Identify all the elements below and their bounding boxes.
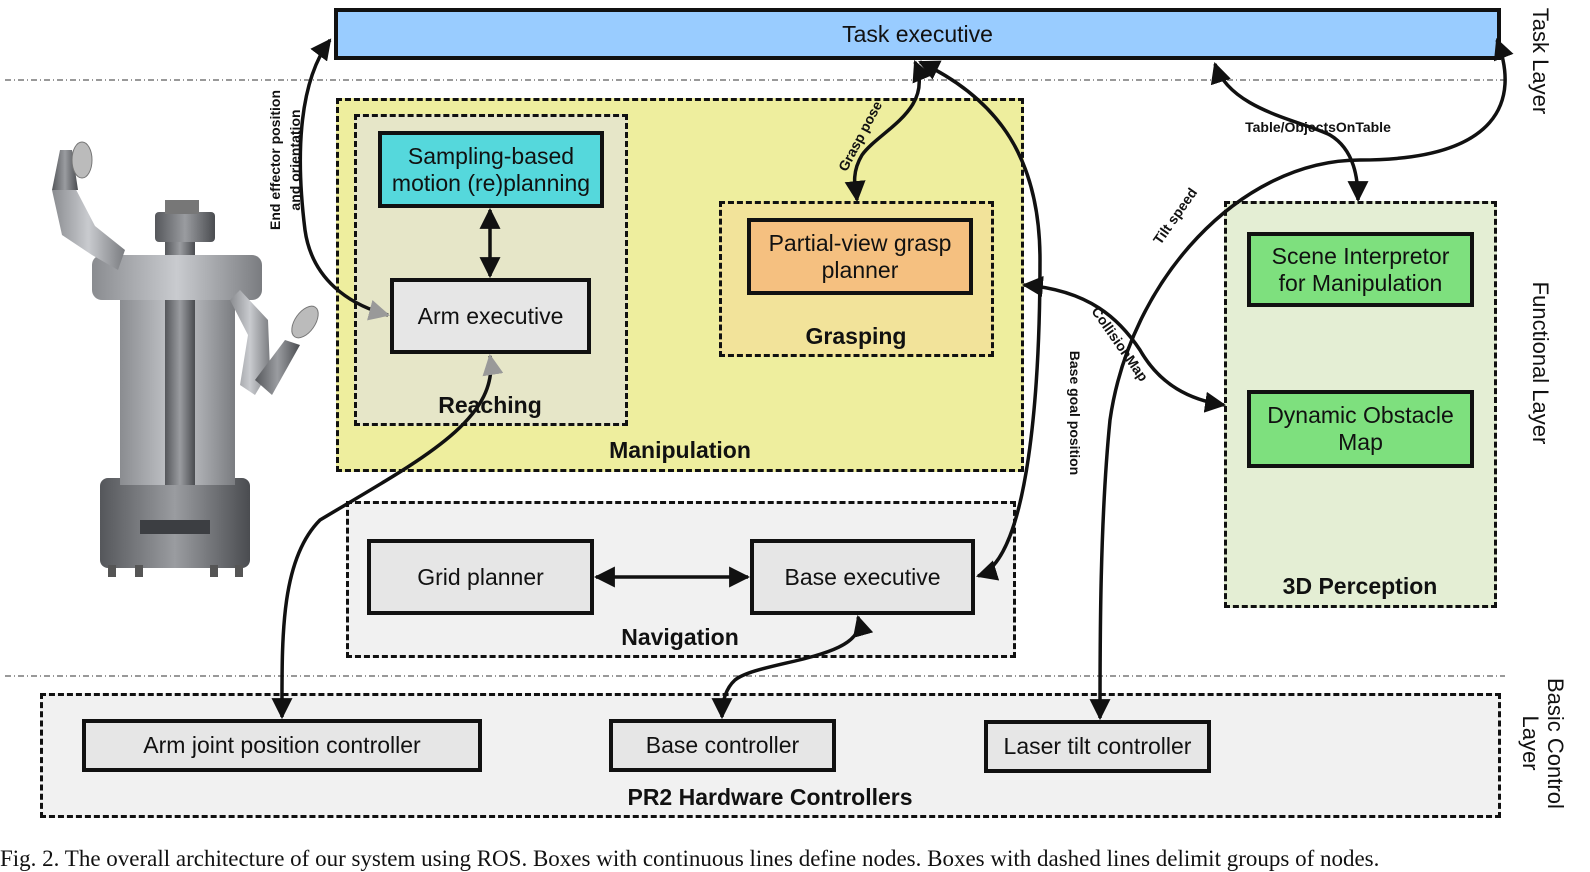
arm-executive-node: Arm executive	[390, 278, 591, 354]
functional-layer-label: Functional Layer	[1528, 281, 1553, 445]
figure-caption: Fig. 2. The overall architecture of our …	[0, 846, 1380, 871]
laser-tilt-controller-node: Laser tilt controller	[984, 720, 1211, 773]
edge-collision-map	[1021, 275, 1227, 413]
arm-joint-controller-node: Arm joint position controller	[82, 719, 482, 772]
end-effector-label-1: End effector position	[267, 90, 283, 230]
edge-grasp-pose	[844, 60, 932, 203]
task-layer-label: Task Layer	[1528, 7, 1553, 115]
edge-base-goal	[918, 60, 1042, 581]
basic-layer-label-1: Basic Control	[1543, 678, 1568, 809]
end-effector-label-2: and orientation	[287, 109, 303, 211]
edge-tilt-speed	[1089, 38, 1514, 721]
basic-layer-label-2: Layer	[1518, 715, 1543, 771]
table-objects-label: Table/ObjectsOnTable	[1245, 119, 1391, 135]
base-controller-node: Base controller	[609, 719, 836, 772]
manipulation-label: Manipulation	[609, 437, 751, 463]
hardware-label: PR2 Hardware Controllers	[627, 784, 913, 810]
edge-base-controller	[711, 614, 874, 720]
edge-end-effector	[298, 38, 391, 321]
edge-arm-joint	[271, 353, 504, 720]
base-goal-label: Base goal position	[1067, 350, 1083, 476]
grasping-label: Grasping	[805, 323, 907, 349]
